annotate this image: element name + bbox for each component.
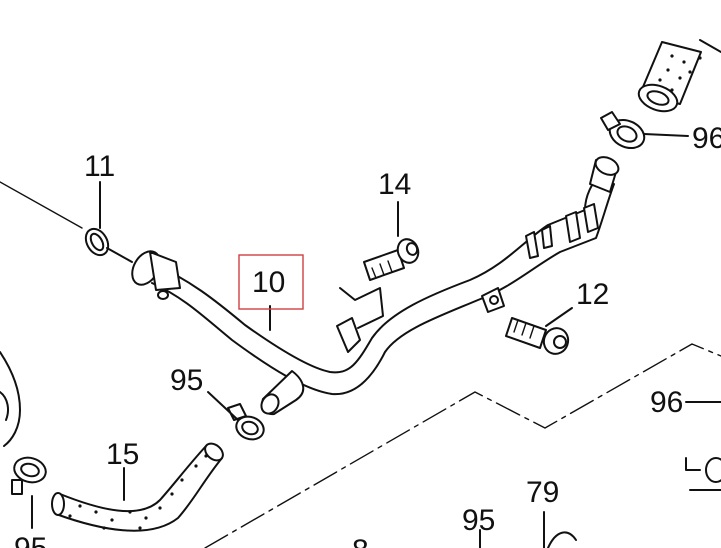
callout-96-top: 96 bbox=[692, 122, 721, 155]
callout-96-mid: 96 bbox=[650, 386, 683, 419]
o-ring-11 bbox=[84, 227, 133, 263]
hose-15 bbox=[51, 442, 224, 532]
boundary-lines bbox=[0, 181, 721, 548]
bolt-12 bbox=[505, 317, 570, 355]
callout-8: 8 bbox=[352, 534, 369, 548]
callout-10: 10 bbox=[252, 266, 285, 299]
clamp-96-top bbox=[600, 111, 689, 150]
bottom-parts bbox=[479, 511, 577, 548]
callout-15: 15 bbox=[106, 438, 139, 471]
highlight-box bbox=[238, 254, 304, 310]
clamp-95-left bbox=[0, 351, 47, 529]
callout-79: 79 bbox=[526, 476, 559, 509]
leader-lines bbox=[99, 181, 713, 501]
coolant-pipe bbox=[131, 156, 620, 416]
callout-95-bottom: 95 bbox=[462, 504, 495, 537]
callout-14: 14 bbox=[378, 168, 411, 201]
callout-12: 12 bbox=[576, 278, 609, 311]
bolt-14 bbox=[363, 238, 420, 281]
clamp-96-right bbox=[685, 401, 721, 491]
hose-top-right bbox=[637, 39, 721, 113]
clamp-95-mid bbox=[227, 403, 265, 441]
callout-95-mid: 95 bbox=[170, 364, 203, 397]
callout-11: 11 bbox=[84, 150, 115, 183]
callout-95-bottom-left: 95 bbox=[14, 532, 47, 548]
